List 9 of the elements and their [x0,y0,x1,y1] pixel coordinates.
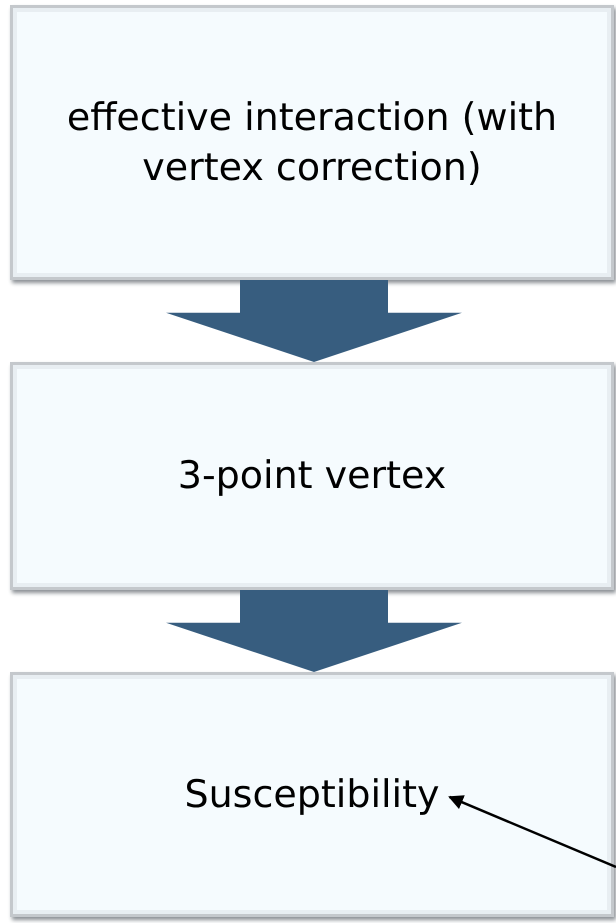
process-box [10,672,614,917]
process-box [10,5,614,280]
process-box [10,362,614,590]
block-arrow [166,590,462,672]
box-label: 3-point vertex [178,452,446,500]
box-label: Susceptibility [184,770,440,818]
block-arrow [166,280,462,362]
pointer-arrow [448,795,616,868]
box-label: effective interaction (with vertex correction) [66,94,558,190]
